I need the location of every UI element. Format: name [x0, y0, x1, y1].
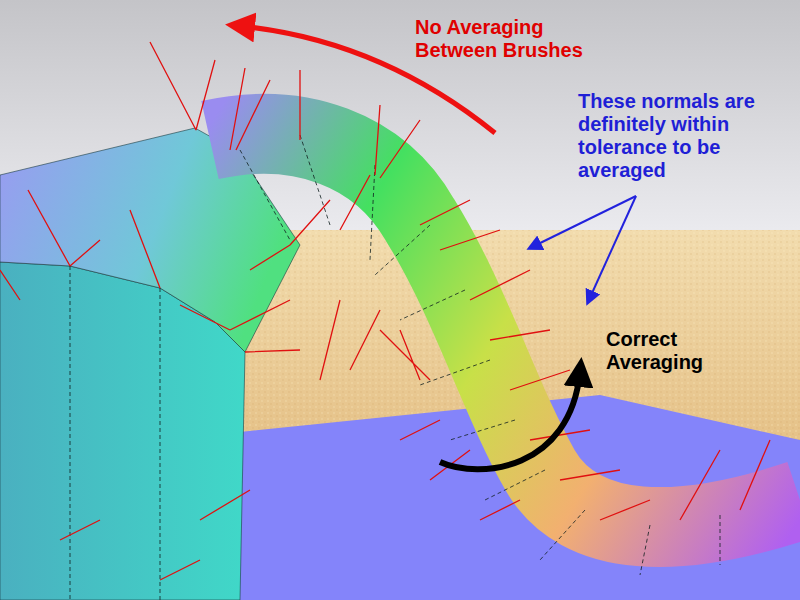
blue-note: These normals are definitely within tole… [578, 90, 790, 182]
arch-brush [210, 134, 800, 527]
black-arrow [440, 372, 580, 469]
black-note: Correct Averaging [606, 328, 736, 374]
red-note: No Averaging Between Brushes [415, 16, 595, 62]
blue-arrow [588, 196, 636, 302]
blue-arrow [530, 196, 636, 248]
